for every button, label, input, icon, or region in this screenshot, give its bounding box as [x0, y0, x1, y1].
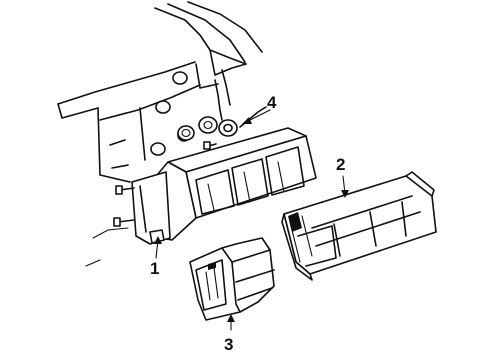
part-2-tail-lamp-lens — [281, 171, 437, 281]
rear-body-panel — [57, 1, 263, 267]
callout-4: 4 — [267, 93, 277, 112]
callout-2: 2 — [336, 155, 345, 174]
callout-1: 1 — [150, 259, 159, 278]
callout-leaders — [154, 109, 349, 331]
callout-3: 3 — [224, 335, 233, 354]
part-3-lamp-module — [189, 237, 275, 321]
part-4-socket — [218, 106, 267, 137]
